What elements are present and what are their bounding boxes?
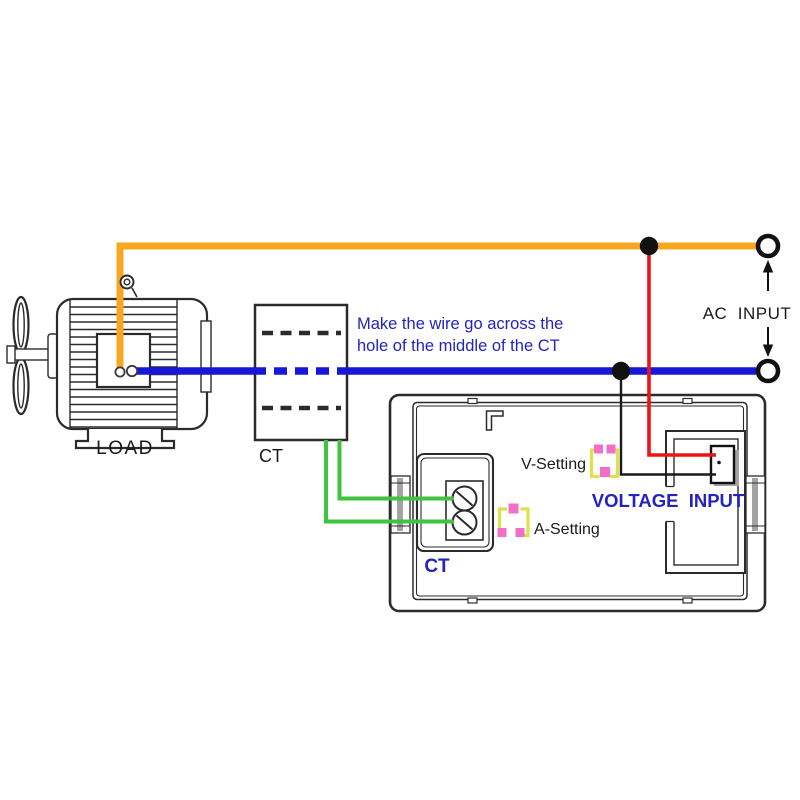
meter-unit — [388, 393, 767, 613]
ct-screw-top-slot — [455, 490, 474, 507]
arrow-down-icon — [762, 327, 774, 357]
motor-end-plate — [200, 320, 212, 393]
meter-tab-top-right — [682, 397, 693, 405]
fan-blade-top-inner — [17, 302, 25, 348]
motor-terminal-neutral — [125, 364, 139, 378]
arrow-up-icon — [762, 260, 774, 291]
live-wire-orange — [116, 242, 756, 372]
ac-terminal-neutral — [755, 358, 781, 384]
meter-clip-right — [745, 475, 766, 534]
frame-slot-gap — [661, 486, 677, 522]
ac-terminal-live — [755, 233, 781, 259]
meter-tab-bottom-right — [682, 597, 693, 604]
note-line-2: hole of the middle of the CT — [357, 337, 560, 355]
a-setting-label: A-Setting — [534, 521, 600, 538]
v-setting-label: V-Setting — [521, 456, 586, 473]
ac-input-label: AC INPUT — [703, 304, 792, 323]
shaft-end-cap — [6, 345, 16, 364]
ct-terminal-label: CT — [424, 556, 450, 577]
meter-tab-bottom-left — [467, 597, 478, 604]
ct-secondary-wire-lower — [324, 440, 453, 524]
meter-clip-left — [390, 475, 411, 534]
motor-body-separators — [69, 300, 178, 428]
lifting-eye — [119, 274, 138, 298]
ct-secondary-wire-upper — [337, 440, 453, 501]
ct-box-label: CT — [259, 446, 283, 466]
voltage-sense-wire-black — [619, 371, 716, 476]
fan-blade-top — [12, 295, 30, 355]
a-setting-button-icon — [497, 503, 530, 538]
voltage-sense-wire-red — [647, 246, 716, 457]
v-setting-button-icon — [589, 444, 620, 479]
connector-pin-dot — [717, 460, 721, 465]
ct-terminal-block — [415, 452, 495, 553]
motor-base — [74, 429, 176, 450]
meter-tab-top-left — [467, 397, 478, 405]
ct-screw-bottom-slot — [455, 514, 474, 531]
junction-live — [639, 236, 659, 256]
fan-blade-bottom-inner — [17, 363, 25, 409]
motor-terminal-live — [114, 366, 126, 378]
fan-blade-bottom — [12, 356, 30, 416]
voltage-input-connector — [709, 444, 739, 486]
load-label: LOAD — [96, 438, 154, 459]
note-line-1: Make the wire go across the — [357, 315, 563, 333]
meter-corner-mark — [485, 410, 504, 431]
junction-neutral — [611, 361, 631, 381]
voltage-input-label: VOLTAGE INPUT — [592, 490, 745, 511]
